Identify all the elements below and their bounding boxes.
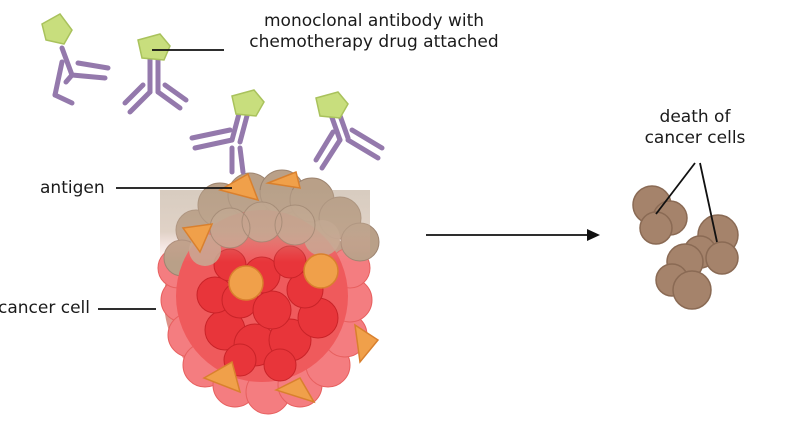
label-monoclonal-antibody: monoclonal antibody with chemotherapy dr… <box>244 11 504 53</box>
label-death-line1: death of <box>659 107 731 127</box>
chemotherapy-drug <box>41 13 349 119</box>
antibody <box>52 45 385 175</box>
label-antibody-line1: monoclonal antibody with <box>263 11 485 31</box>
antibody-1 <box>52 45 111 106</box>
cancer-cell-body <box>157 169 380 415</box>
antibody-3 <box>189 107 251 175</box>
dead-cancer-cells <box>632 185 739 310</box>
leader-death-2 <box>699 162 718 243</box>
label-cancer-cell: cancer cell <box>0 298 90 318</box>
label-antigen: antigen <box>40 178 105 198</box>
antigen-marker <box>181 170 380 404</box>
process-arrow <box>426 229 600 241</box>
antibody-2 <box>122 52 189 115</box>
leader-death-1 <box>655 162 696 215</box>
cancer-cell <box>157 169 380 415</box>
label-death-line2: cancer cells <box>644 128 746 148</box>
antibody-4 <box>313 107 385 171</box>
label-death-of-cancer-cells: death of cancer cells <box>630 107 760 149</box>
leader-lines <box>98 49 718 310</box>
label-antibody-line2: chemotherapy drug attached <box>249 32 499 52</box>
